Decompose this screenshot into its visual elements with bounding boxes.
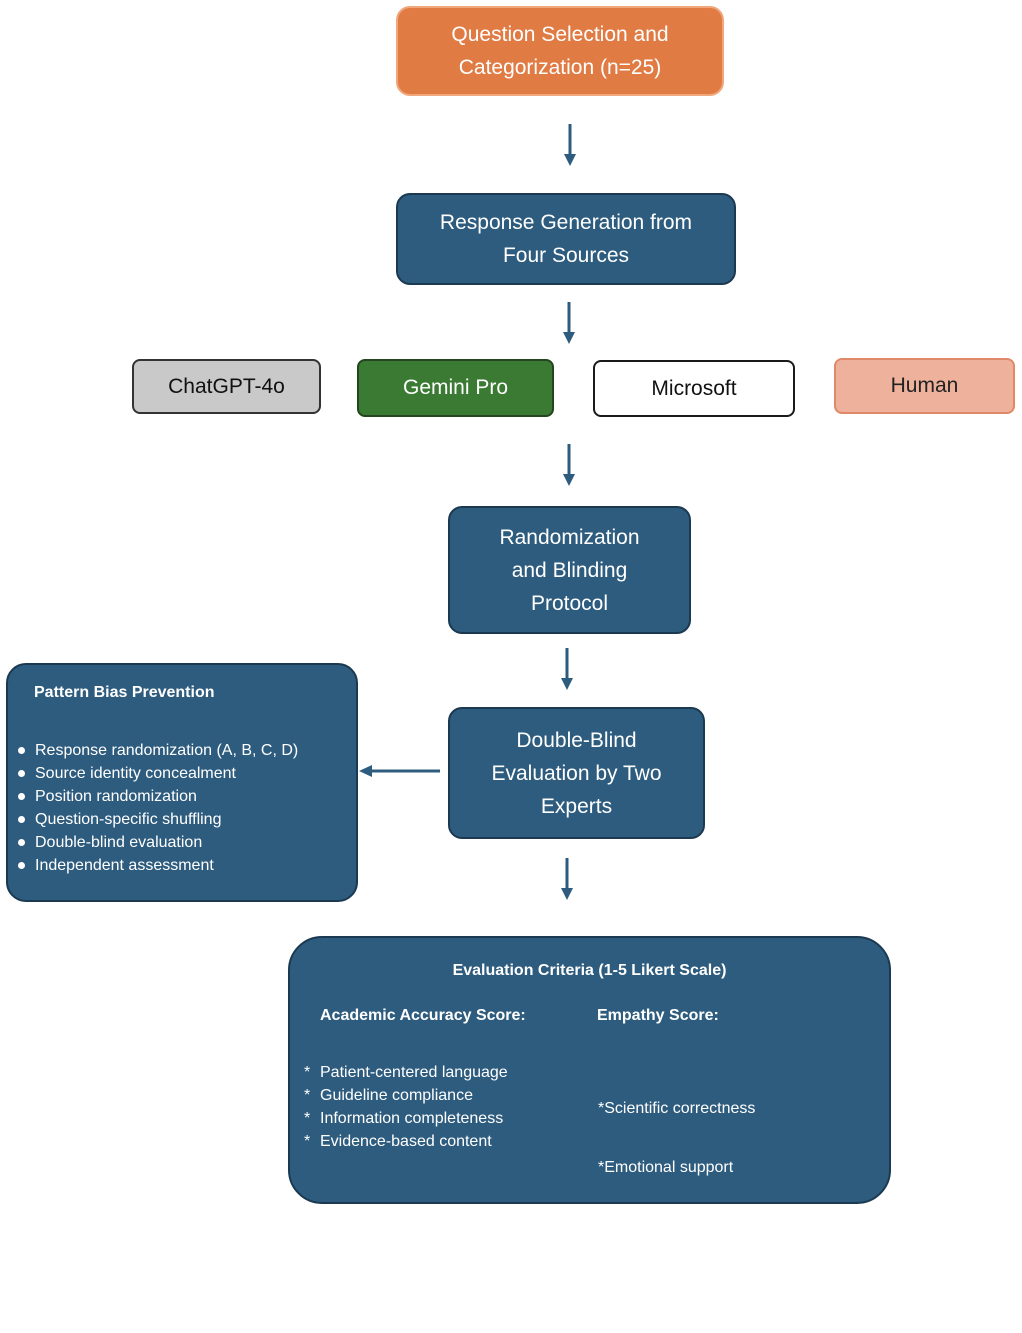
list-item: *Reassuring communication [598,1218,802,1235]
arrow-down-1 [564,124,576,166]
pattern-bias-list: Response randomization (A, B, C, D) Sour… [18,739,298,877]
response-generation-box: Response Generation from Four Sources [396,193,736,285]
list-item: *Guideline compliance [304,1087,473,1104]
pattern-bias-title: Pattern Bias Prevention [34,684,215,701]
list-item: Position randomization [18,785,298,808]
randomization-box: Randomization and Blinding Protocol [448,506,691,634]
list-item: *Evidence-based content [304,1133,492,1150]
list-item: *Emotional support [598,1159,734,1176]
evaluation-criteria-panel: Evaluation Criteria (1-5 Likert Scale) A… [288,936,891,1294]
source-human-box: Human [834,358,1015,414]
arrow-down-5 [561,858,573,900]
source-microsoft-label: Microsoft [651,376,737,400]
list-item: *Information completeness [304,1110,504,1127]
list-item: *Patient-centered language [304,1064,508,1081]
source-microsoft-box: Microsoft [593,360,795,417]
evaluation-criteria-title: Evaluation Criteria (1-5 Likert Scale) [452,962,727,979]
arrow-left [359,765,440,777]
list-item: *Understanding demonstration [598,1277,815,1294]
list-item: Response randomization (A, B, C, D) [18,739,298,762]
list-item: Source identity concealment [18,762,298,785]
randomization-label: Randomization and Blinding Protocol [499,525,640,615]
empathy-list: *Scientific correctness *Emotional suppo… [598,1061,814,1333]
arrow-down-3 [563,444,575,486]
source-chatgpt-label: ChatGPT-4o [168,374,285,398]
pattern-bias-panel: Pattern Bias Prevention Response randomi… [6,663,358,902]
question-selection-box: Question Selection and Categorization (n… [396,6,724,96]
list-item: *Scientific correctness [598,1100,756,1117]
list-item: Double-blind evaluation [18,831,298,854]
arrow-down-2 [563,302,575,344]
question-selection-label: Question Selection and Categorization (n… [451,23,669,79]
response-generation-label: Response Generation from Four Sources [439,211,693,267]
arrow-down-4 [561,648,573,690]
double-blind-box: Double-Blind Evaluation by Two Experts [448,707,705,839]
list-item: Independent assessment [18,854,298,877]
academic-accuracy-heading: Academic Accuracy Score: [320,1007,526,1024]
list-item: Question-specific shuffling [18,808,298,831]
source-gemini-label: Gemini Pro [402,376,509,399]
source-gemini-box: Gemini Pro [357,359,554,417]
source-human-label: Human [890,374,959,397]
empathy-heading: Empathy Score: [597,1007,719,1024]
source-chatgpt-box: ChatGPT-4o [132,359,321,414]
academic-accuracy-list: *Patient-centered language *Guideline co… [304,1061,508,1153]
double-blind-label: Double-Blind Evaluation by Two Experts [491,728,662,818]
